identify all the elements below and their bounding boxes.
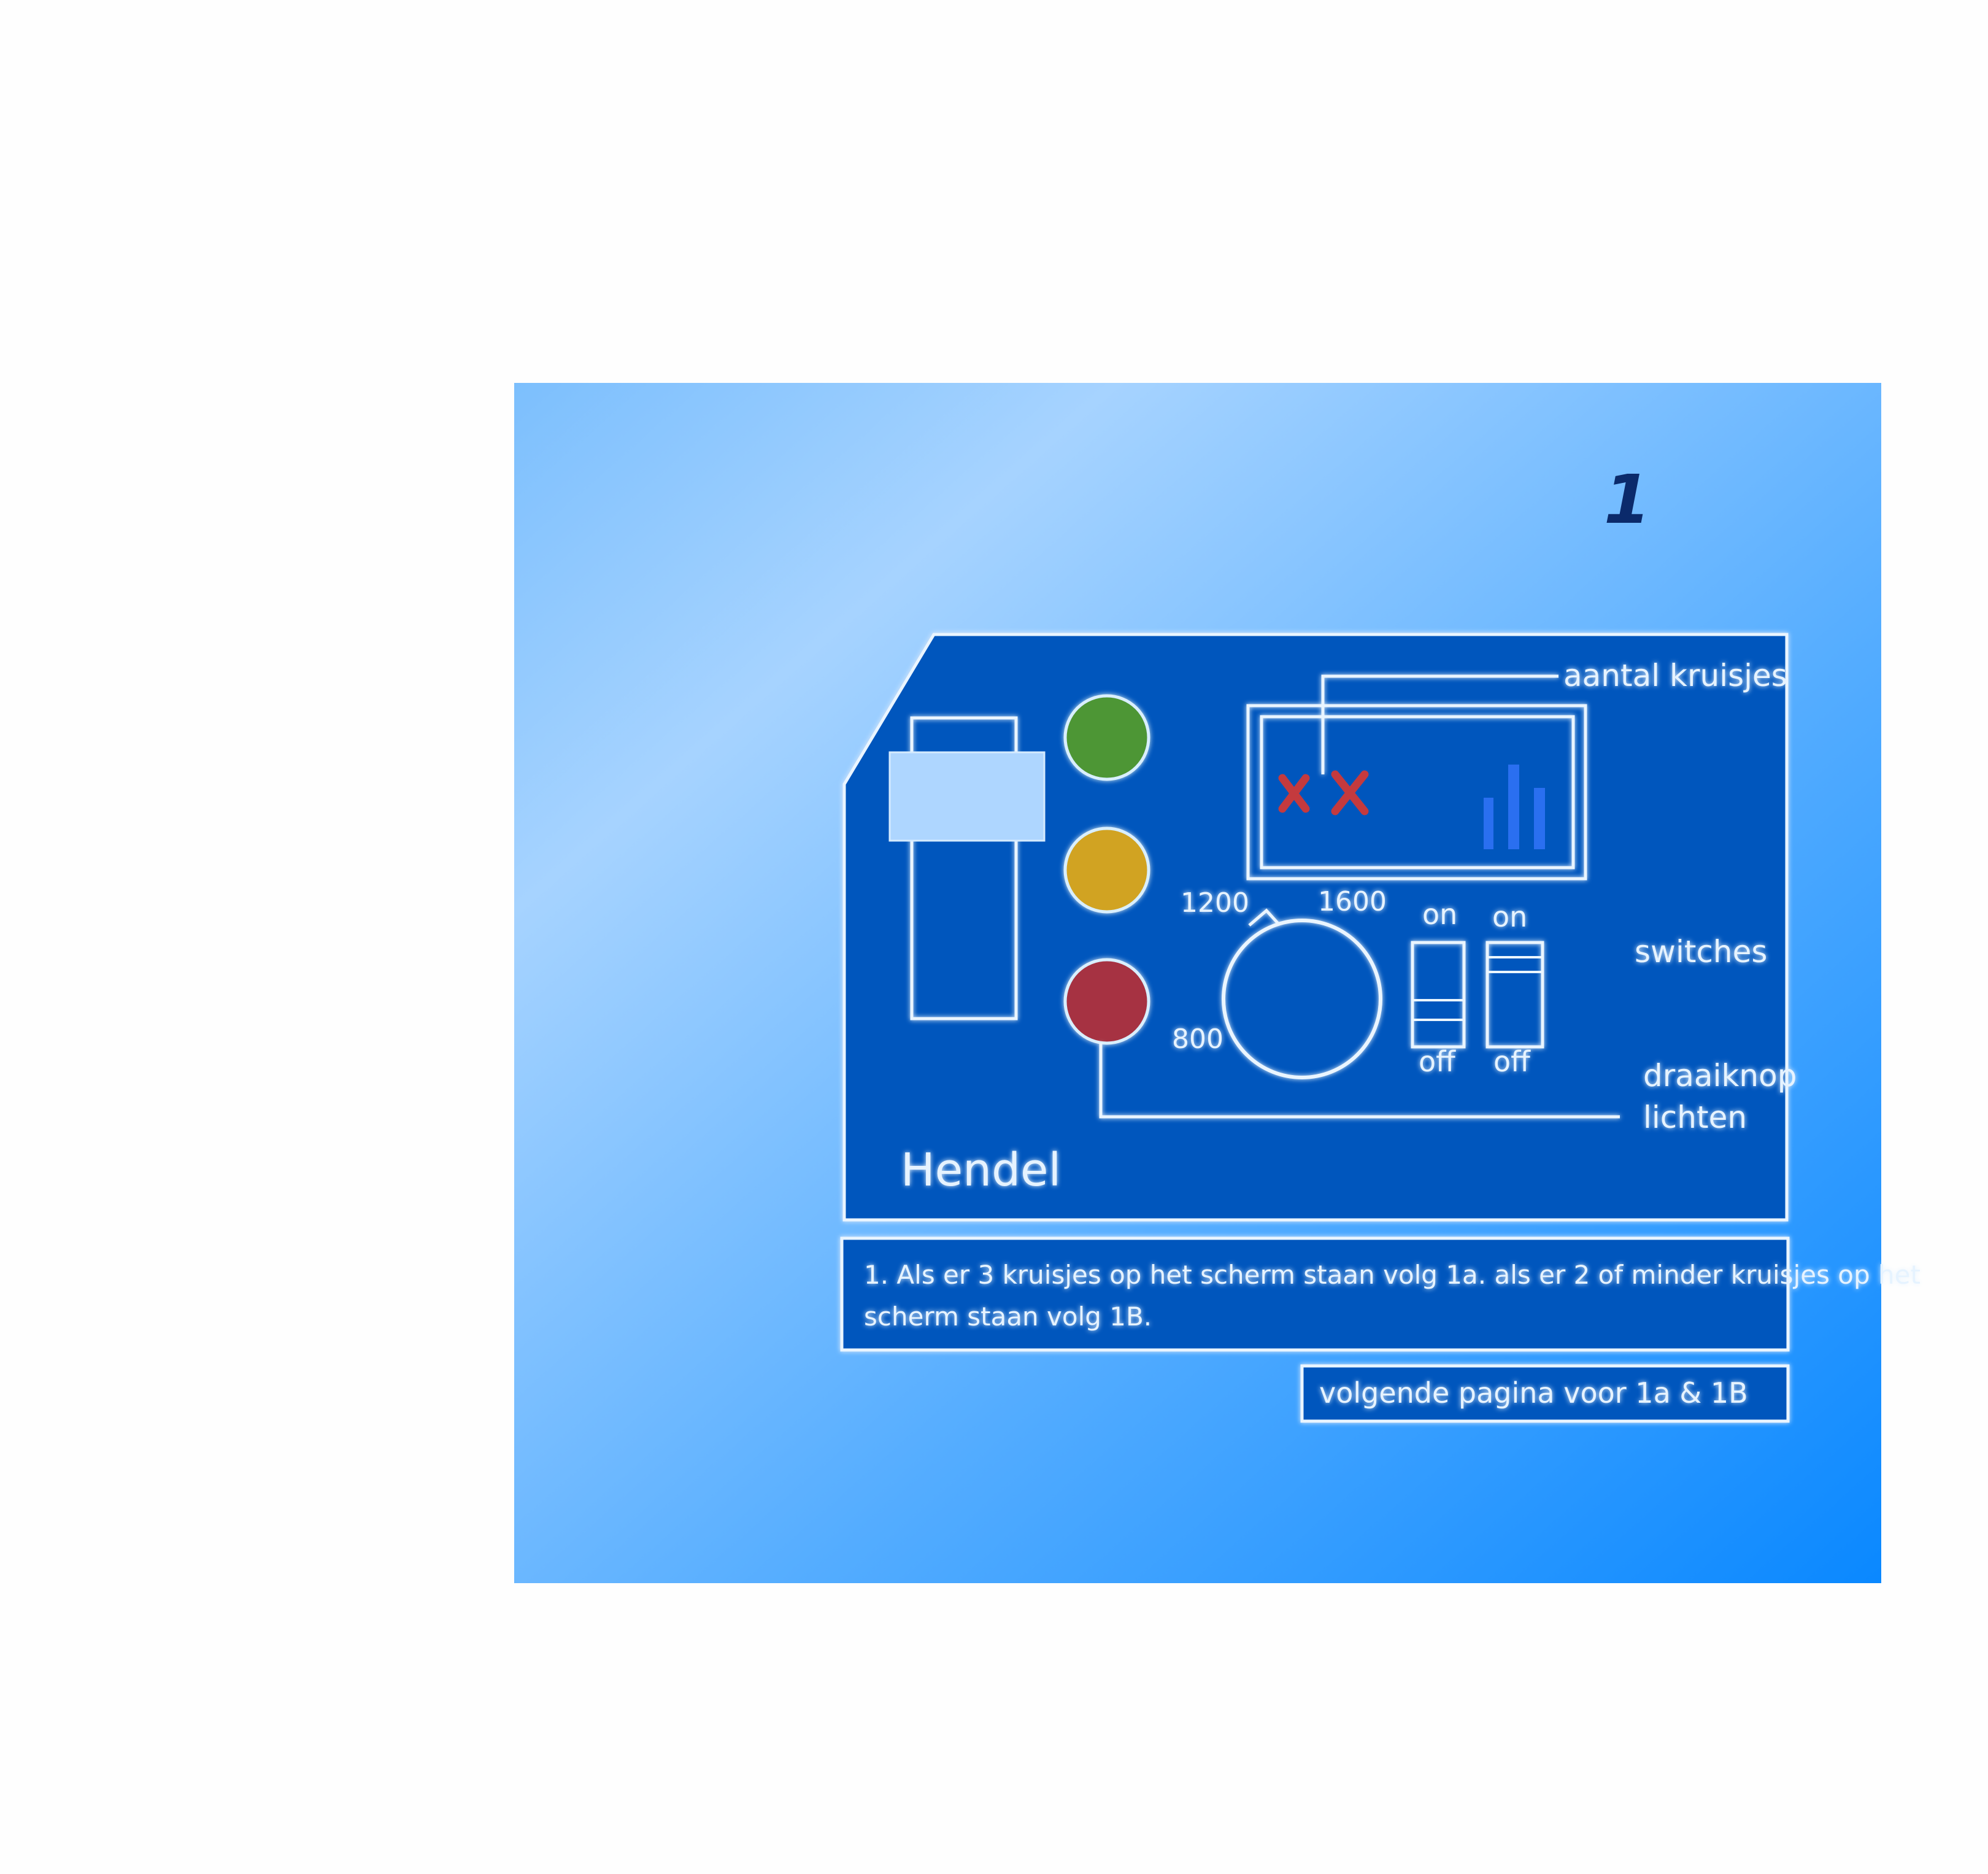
instruction-line-1: 1. Als er 3 kruisjes op het scherm staan… bbox=[864, 1260, 1921, 1290]
lever-handle[interactable] bbox=[888, 751, 1046, 842]
green-light[interactable] bbox=[1063, 694, 1150, 781]
lever[interactable]: Hendel bbox=[888, 716, 1061, 1197]
cross-icon bbox=[1278, 774, 1310, 813]
crosses-pointer-line bbox=[1321, 674, 1558, 774]
instruction-box: 1. Als er 3 kruisjes op het scherm staan… bbox=[840, 1236, 1921, 1352]
switch-1[interactable]: on off bbox=[1411, 898, 1466, 1078]
switches: on off on off switches bbox=[1411, 898, 1767, 1078]
lever-label: Hendel bbox=[901, 1144, 1061, 1197]
knob-scale-mid: 1200 bbox=[1181, 887, 1249, 919]
lights: lichten bbox=[1063, 694, 1747, 1135]
knob-scale-high: 1600 bbox=[1318, 886, 1387, 917]
panel-body bbox=[842, 633, 1789, 1222]
switch-1-body[interactable] bbox=[1411, 941, 1466, 1049]
screen-outer bbox=[1246, 704, 1587, 881]
switch-2-on-label: on bbox=[1492, 900, 1527, 933]
switch-1-off-label: off bbox=[1419, 1045, 1456, 1078]
control-panel: Hendel lichten aanta bbox=[842, 633, 1797, 1222]
screen-inner bbox=[1260, 715, 1575, 870]
signal-bars-icon bbox=[1484, 765, 1545, 849]
lights-pointer-line bbox=[1099, 1043, 1620, 1119]
knob-notch bbox=[1248, 908, 1280, 927]
knob[interactable]: 1600 1200 800 draaiknop bbox=[1172, 886, 1797, 1093]
knob-scale-low: 800 bbox=[1172, 1024, 1223, 1055]
knob-label: draaiknop bbox=[1643, 1058, 1797, 1093]
page-number: 1 bbox=[1604, 460, 1651, 539]
knob-dial[interactable] bbox=[1222, 919, 1382, 1079]
red-light[interactable] bbox=[1063, 958, 1150, 1045]
next-page-label: volgende pagina voor 1a & 1B bbox=[1319, 1376, 1748, 1409]
lights-label: lichten bbox=[1643, 1100, 1747, 1135]
next-page-box[interactable]: volgende pagina voor 1a & 1B bbox=[1300, 1364, 1790, 1423]
switch-2-body[interactable] bbox=[1485, 941, 1544, 1049]
switches-label: switches bbox=[1635, 934, 1767, 970]
instruction-line-2: scherm staan volg 1B. bbox=[864, 1301, 1152, 1332]
crosses-label: aantal kruisjes bbox=[1563, 658, 1787, 693]
switch-2[interactable]: on off bbox=[1485, 900, 1544, 1078]
switch-2-off-label: off bbox=[1493, 1045, 1531, 1078]
yellow-light[interactable] bbox=[1063, 827, 1150, 914]
switch-1-on-label: on bbox=[1422, 898, 1457, 931]
cross-icon bbox=[1331, 770, 1369, 816]
screen: aantal kruisjes bbox=[1246, 658, 1787, 881]
